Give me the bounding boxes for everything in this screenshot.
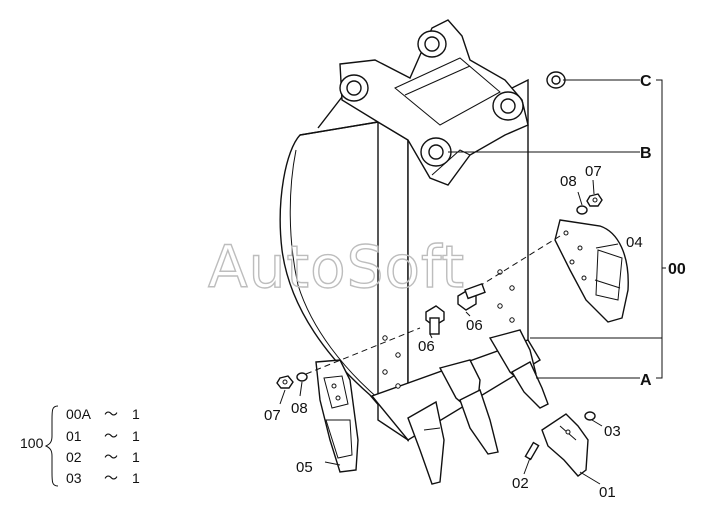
legend-row-code: 03: [66, 470, 82, 486]
legend-row-sep: ～: [104, 470, 118, 486]
washer-08-left: [296, 372, 308, 382]
tooth-assembly-right: [488, 329, 549, 409]
legend-row-sep: ～: [104, 449, 118, 465]
top-bracket: [339, 19, 566, 186]
legend-row-qty: 1: [132, 449, 140, 465]
tooth-tip-01: [541, 413, 589, 477]
side-plate-holes: [382, 269, 515, 389]
nut-07-right: [586, 193, 603, 207]
boss-b: [420, 137, 452, 167]
legend-row-code: 00A: [66, 406, 92, 422]
washer-08-right: [576, 205, 588, 215]
part-label-07-left: 07: [264, 407, 281, 424]
nut-07-left: [276, 375, 294, 389]
legend-row-code: 01: [66, 428, 82, 444]
lock-03: [584, 411, 596, 421]
pin-02: [524, 441, 540, 461]
ref-letter-b: B: [640, 145, 652, 162]
ref-letter-a: A: [640, 372, 652, 389]
bushing-c: [546, 71, 566, 89]
watermark-text: AutoSoft: [208, 233, 465, 301]
part-label-06-left: 06: [418, 338, 435, 355]
part-label-04: 04: [626, 234, 643, 251]
part-label-02: 02: [512, 475, 529, 492]
part-label-01: 01: [599, 484, 616, 501]
tooth-assembly-middle: [438, 359, 499, 455]
legend-assembly-number: 100: [20, 435, 44, 451]
part-label-08-right: 08: [560, 173, 577, 190]
legend-row-code: 02: [66, 449, 82, 465]
part-label-03: 03: [604, 423, 621, 440]
boss-left: [339, 74, 369, 102]
bolt-06-right: [457, 282, 486, 311]
legend-brace: [44, 405, 59, 487]
part-label-06-right: 06: [466, 317, 483, 334]
ref-letter-c: C: [640, 73, 652, 90]
legend-row-qty: 1: [132, 406, 140, 422]
boss-right: [492, 91, 524, 121]
bolt-06-left: [425, 305, 445, 335]
leader-lines: [279, 79, 666, 485]
legend-row-sep: ～: [104, 406, 118, 422]
tooth-assembly-left: [407, 400, 445, 485]
legend-row-qty: 1: [132, 470, 140, 486]
side-cutter-05: [315, 359, 359, 473]
group-label: 00: [668, 261, 686, 278]
kit-legend: 100 00A ～ 1 01 ～ 1 02 ～ 1 03 ～ 1: [20, 405, 140, 487]
part-label-08-left: 08: [291, 400, 308, 417]
part-label-07-right: 07: [585, 163, 602, 180]
legend-row-qty: 1: [132, 428, 140, 444]
boss-top: [417, 30, 447, 58]
side-cutter-04: [554, 219, 629, 323]
legend-row-sep: ～: [104, 428, 118, 444]
part-label-05: 05: [296, 459, 313, 476]
